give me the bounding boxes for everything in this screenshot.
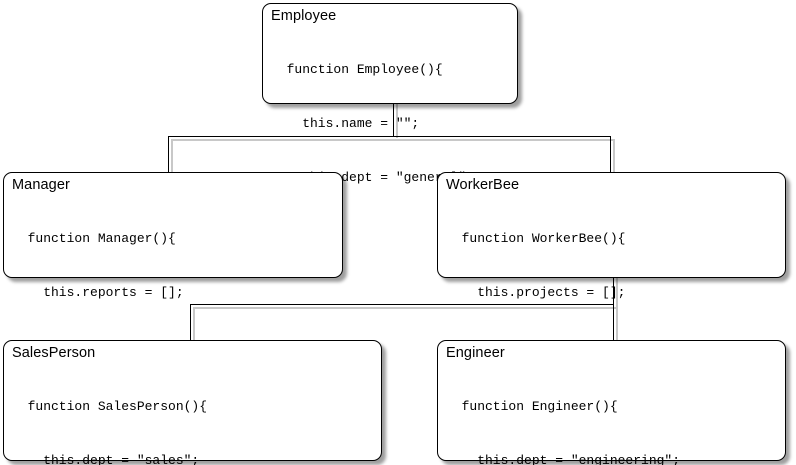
code-line: this.name = ""; (271, 116, 420, 131)
node-salesperson-code: function SalesPerson(){ this.dept = "sal… (12, 362, 375, 465)
node-workerbee[interactable]: WorkerBee function WorkerBee(){ this.pro… (437, 172, 786, 408)
edge-workerbee-drop (610, 136, 611, 173)
code-line: function Engineer(){ (446, 399, 618, 414)
edge-row2-bar (190, 304, 614, 305)
node-manager[interactable]: Manager function Manager(){ this.reports… (3, 172, 343, 408)
edge-manager-drop (168, 136, 169, 173)
edge-salesperson-drop-shadow (193, 307, 195, 342)
code-line: this.dept = "engineering"; (446, 453, 681, 465)
node-engineer-code: function Engineer(){ this.dept = "engine… (446, 362, 779, 465)
edge-employee-stem-shadow (396, 104, 398, 138)
edge-row2-bar-shadow (193, 307, 618, 309)
node-employee[interactable]: Employee function Employee(){ this.name … (262, 3, 518, 239)
edge-manager-drop-shadow (171, 139, 173, 174)
node-employee-title: Employee (271, 8, 337, 24)
code-line: function SalesPerson(){ (12, 399, 208, 414)
node-manager-title: Manager (12, 177, 70, 193)
node-salesperson[interactable]: SalesPerson function SalesPerson(){ this… (3, 340, 382, 465)
edge-workerbee-drop-shadow (613, 139, 615, 174)
node-salesperson-title: SalesPerson (12, 345, 96, 361)
code-line: this.reports = []; (12, 285, 184, 300)
code-line: this.projects = []; (446, 285, 626, 300)
node-engineer[interactable]: Engineer function Engineer(){ this.dept … (437, 340, 786, 465)
edge-row1-bar (168, 136, 611, 137)
edge-engineer-drop (613, 304, 614, 341)
code-line: function Manager(){ (12, 231, 176, 246)
code-line: this.dept = "sales"; (12, 453, 200, 465)
edge-workerbee-stem (613, 276, 614, 305)
edge-salesperson-drop (190, 304, 191, 341)
code-line: function Employee(){ (271, 62, 443, 77)
edge-employee-stem (393, 103, 394, 137)
node-engineer-title: Engineer (446, 345, 505, 361)
node-workerbee-title: WorkerBee (446, 177, 520, 193)
code-line: function WorkerBee(){ (446, 231, 626, 246)
edge-workerbee-stem-shadow (616, 278, 618, 308)
edge-engineer-drop-shadow (616, 307, 618, 342)
edge-row1-bar-shadow (171, 139, 613, 141)
